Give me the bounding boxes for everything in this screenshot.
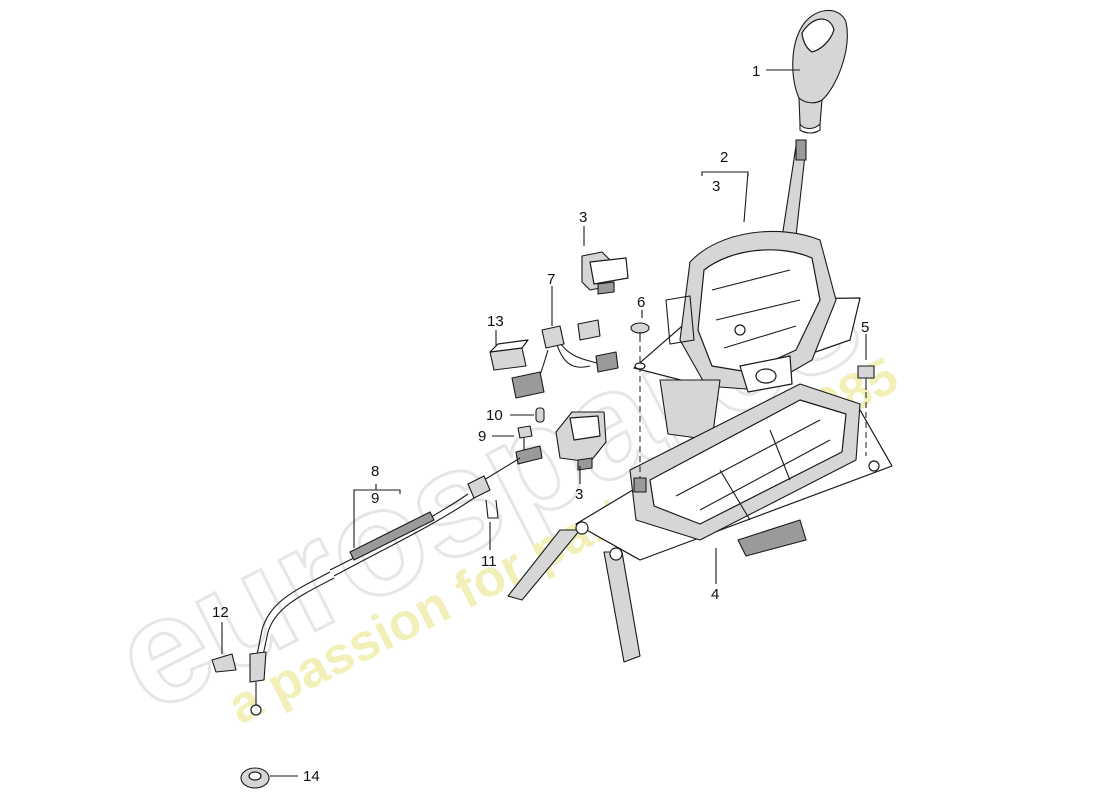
callout-14: 14: [303, 768, 320, 785]
relay-part: [489, 339, 529, 371]
wiring-harness-part: [511, 319, 619, 399]
connector-module-part: [555, 411, 607, 471]
gear-knob-part: [792, 9, 848, 134]
callouts: 1 2 3 3 3 4 5 6 7 8 9 9 10 11 12 13 14: [212, 63, 869, 785]
callout-1: 1: [752, 63, 760, 80]
leader-lines: [221, 69, 867, 777]
bolt-part-5: [857, 365, 875, 456]
switch-module-part: [581, 251, 629, 295]
callout-8: 8: [371, 463, 379, 480]
callout-5: 5: [861, 319, 869, 336]
callout-10: 10: [486, 407, 503, 424]
screw-fitting-part: [515, 425, 543, 465]
callout-13: 13: [487, 313, 504, 330]
shift-cable-part: [249, 457, 521, 716]
grommet-part: [240, 767, 270, 789]
callout-7: 7: [547, 271, 555, 288]
callout-4: 4: [711, 586, 719, 603]
callout-9: 9: [478, 428, 486, 445]
selector-assembly-part: [633, 139, 861, 441]
bolt-part-6: [630, 322, 650, 493]
pin-part: [535, 407, 545, 423]
callout-11: 11: [481, 553, 497, 570]
callout-3-low: 3: [575, 486, 583, 503]
console-base-part: [507, 383, 893, 663]
bushing-clip-part: [211, 653, 237, 673]
callout-3-top: 3: [579, 209, 587, 226]
clip-part: [485, 499, 499, 519]
callout-8-sub-9: 9: [371, 490, 379, 507]
callout-2: 2: [720, 149, 728, 166]
callout-12: 12: [212, 604, 229, 621]
callout-2-sub-3: 3: [712, 178, 720, 195]
callout-6: 6: [637, 294, 645, 311]
